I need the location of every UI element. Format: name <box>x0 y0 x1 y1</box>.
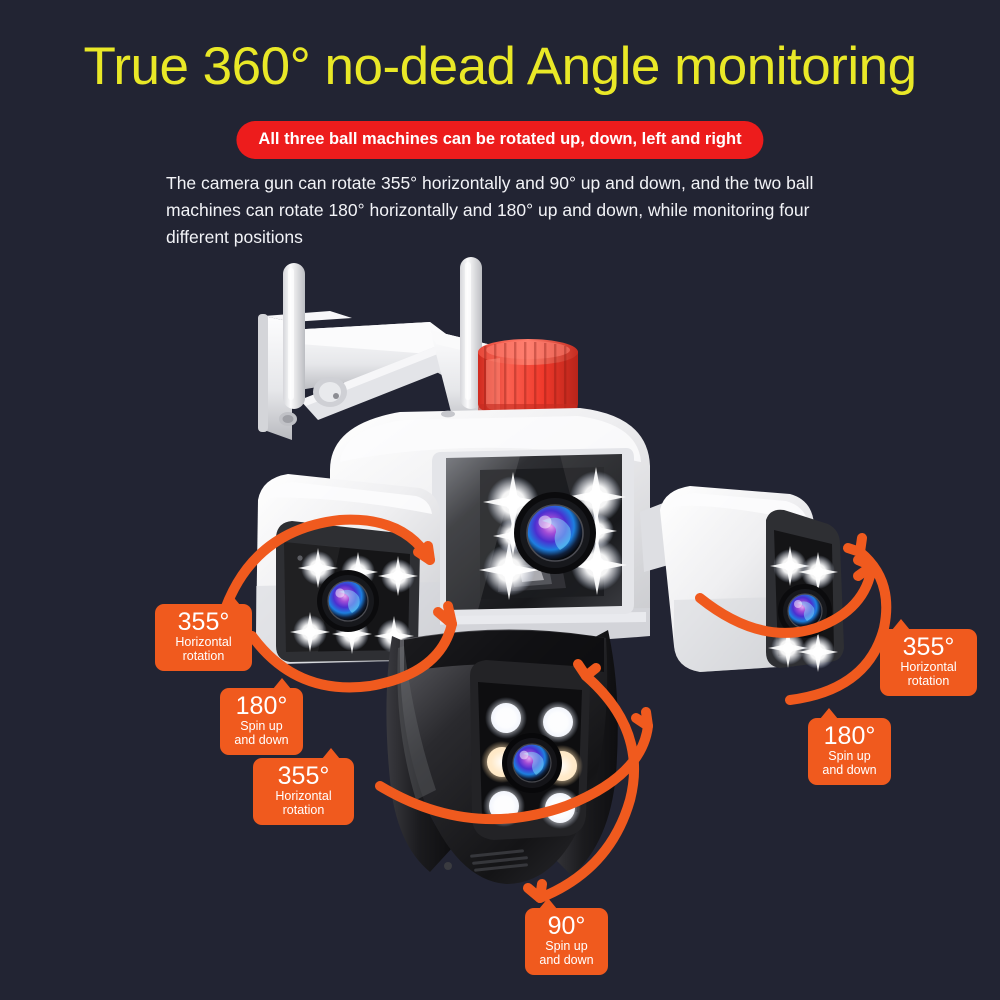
antenna-left <box>283 263 305 409</box>
callout-line1: Spin up <box>240 719 283 733</box>
callout-right-top: 355° Horizontal rotation <box>880 619 977 696</box>
callout-degrees: 180° <box>823 722 876 750</box>
black-ptz-dome <box>386 629 618 884</box>
callout-left-bottom: 355° Horizontal rotation <box>253 748 354 825</box>
callout-line1: Spin up <box>545 939 588 953</box>
left-camera-lens <box>317 570 379 632</box>
callout-line1: Horizontal <box>175 635 232 649</box>
right-bullet-camera <box>640 486 844 672</box>
callout-line1: Spin up <box>828 749 871 763</box>
red-alarm-beacon <box>478 339 578 416</box>
page-title: True 360° no-dead Angle monitoring <box>83 37 917 96</box>
callout-right-mid: 180° Spin up and down <box>808 708 891 785</box>
callout-degrees: 355° <box>177 608 230 636</box>
center-lens <box>514 492 596 574</box>
description-paragraph: The camera gun can rotate 355° horizonta… <box>166 173 814 247</box>
center-lens-module <box>432 448 634 616</box>
callout-left-mid: 180° Spin up and down <box>220 678 303 755</box>
rotation-arrows <box>217 514 892 903</box>
dome-lens <box>502 733 562 793</box>
left-bullet-camera <box>256 474 440 664</box>
callout-line2: rotation <box>282 802 325 817</box>
arrow-left-horizontal <box>247 619 457 693</box>
callout-line2: and down <box>539 952 594 967</box>
callout-line2: rotation <box>182 648 225 663</box>
callout-tail-icon <box>322 748 340 759</box>
callout-bottom: 90° Spin up and down <box>525 898 608 975</box>
callout-line2: and down <box>234 732 289 747</box>
callout-tail-icon <box>539 898 557 909</box>
callout-degrees: 180° <box>235 692 288 720</box>
callout-tail-icon <box>820 708 838 719</box>
callout-tail-icon <box>222 594 240 605</box>
callout-line1: Horizontal <box>275 789 332 803</box>
callout-degrees: 355° <box>277 762 330 790</box>
callout-degrees: 355° <box>902 633 955 661</box>
callout-tail-icon <box>892 619 910 630</box>
arrow-right-horizontal <box>695 561 877 638</box>
right-camera-lens <box>778 584 832 638</box>
callout-line2: and down <box>822 762 877 777</box>
callout-degrees: 90° <box>547 912 586 940</box>
subtitle-banner: All three ball machines can be rotated u… <box>236 121 764 159</box>
callout-line1: Horizontal <box>900 660 957 674</box>
callout-left-top: 355° Horizontal rotation <box>155 594 252 671</box>
antenna-right <box>460 257 482 409</box>
callout-line2: rotation <box>907 673 950 688</box>
callout-tail-icon <box>273 678 291 689</box>
